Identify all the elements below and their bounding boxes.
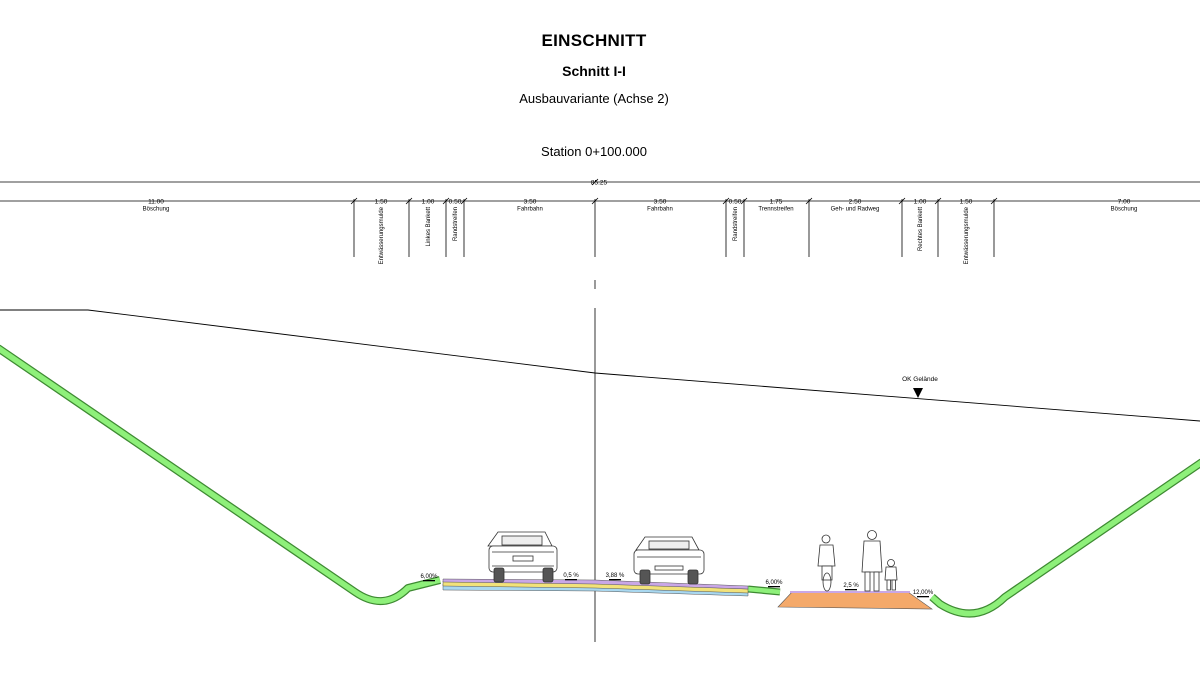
segment-value: 7.00 [1118,199,1131,206]
slope-label: 12,00% [913,590,934,596]
segment-label: Fahrbahn [647,207,673,213]
slope-label: 0,5 % [563,573,579,579]
slope-labels: 6,00% 0,5 % 3,88 % 6,00% 2,5 % 12,00% [420,573,933,596]
slope-label: 6,00% [765,580,783,586]
segment-label: Randstreifen [453,207,459,241]
segment-label: Trennstreifen [758,207,793,213]
segment-value: 1.50 [375,199,388,206]
terrain-marker-icon [913,388,923,398]
station-label: Station 0+100.000 [541,144,647,159]
dimension-ticks [350,178,998,205]
segment-labels: Böschung Fahrbahn Fahrbahn Trennstreifen… [143,207,1138,213]
segment-value: 1.75 [770,199,783,206]
right-slope [930,460,1200,617]
segment-label: Böschung [143,207,170,213]
segment-value: 3.50 [654,199,667,206]
section-title: Schnitt I-I [562,63,626,79]
segment-value: 2.50 [849,199,862,206]
slope-arrows [423,579,929,598]
drawing-title: EINSCHNITT [541,31,647,50]
car-right [633,536,705,585]
variant-label: Ausbauvariante (Achse 2) [519,91,669,106]
slope-label: 3,88 % [606,573,625,579]
left-slope-outline [0,344,441,605]
segment-values: 11.00 1.50 1.00 0.50 3.50 3.50 0.50 1.75… [148,199,1131,206]
segment-label: Geh- und Radweg [831,207,880,213]
segment-value: 3.50 [524,199,537,206]
segment-label: Böschung [1111,207,1138,213]
cyclist-icon [817,534,836,592]
terrain-label: OK Gelände [902,376,938,383]
total-dimension-value: 85.25 [591,180,608,187]
segment-label: Entwässerungsmulde [964,206,970,264]
segment-label: Fahrbahn [517,207,543,213]
segment-value: 11.00 [148,199,164,206]
left-slope [0,346,441,604]
segment-value: 1.50 [960,199,973,206]
slope-label: 6,00% [420,574,438,580]
slope-label: 2,5 % [843,583,859,589]
child-icon [884,559,898,591]
segment-label: Randstreifen [733,207,739,241]
pedestrian-icon [861,530,883,592]
segment-label: Rechtes Bankett [918,207,924,251]
right-slope-outline [929,458,1200,618]
trennstreifen [747,586,781,595]
segment-value: 1.00 [914,199,927,206]
segment-labels-vertical: Entwässerungsmulde Linkes Bankett Randst… [379,206,970,264]
segment-label: Linkes Bankett [426,207,432,247]
road-pavement [442,578,749,597]
terrain-line [0,309,1200,422]
car-left [487,531,558,583]
segment-value: 0.50 [729,199,742,206]
total-dimension: 85.25 [0,180,1200,187]
extension-lines [353,199,995,289]
segment-label: Entwässerungsmulde [379,206,385,264]
segment-value: 0.50 [449,199,462,206]
segment-value: 1.00 [422,199,435,206]
bike-path [777,591,933,610]
